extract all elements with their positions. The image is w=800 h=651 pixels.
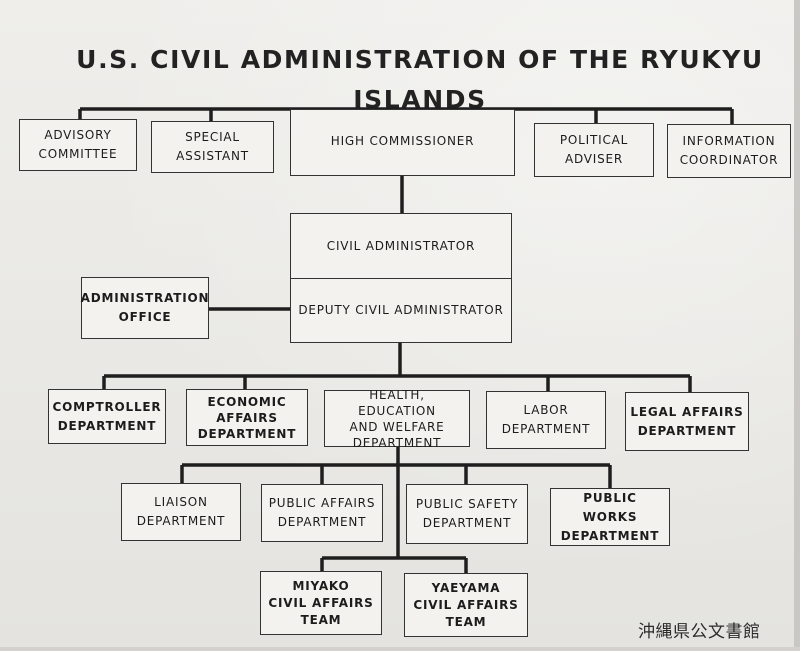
civil-administrator-box: CIVIL ADMINISTRATOR [290,213,512,280]
political-adviser-box: POLITICAL ADVISER [534,123,654,177]
miyako-team-box: MIYAKO CIVIL AFFAIRS TEAM [260,571,382,635]
special-assistant-box: SPECIAL ASSISTANT [151,121,274,173]
health-education-welfare-department-box: HEALTH, EDUCATION AND WELFARE DEPARTMENT [324,388,470,450]
economic-affairs-department-box: ECONOMIC AFFAIRS DEPARTMENT [186,389,308,446]
information-coordinator-box: INFORMATION COORDINATOR [667,124,791,178]
public-works-department-box: PUBLIC WORKS DEPARTMENT [550,488,670,546]
yaeyama-team-box: YAEYAMA CIVIL AFFAIRS TEAM [404,573,528,637]
deputy-civil-administrator-box: DEPUTY CIVIL ADMINISTRATOR [290,278,512,343]
advisory-committee-box: ADVISORY COMMITTEE [19,119,137,171]
archive-stamp: 沖縄県公文書館 [638,622,761,642]
legal-affairs-department-box: LEGAL AFFAIRS DEPARTMENT [625,392,749,451]
labor-department-box: LABOR DEPARTMENT [486,391,606,449]
high-commissioner-box: HIGH COMMISSIONER [290,109,515,176]
comptroller-department-box: COMPTROLLER DEPARTMENT [48,389,166,444]
public-affairs-department-box: PUBLIC AFFAIRS DEPARTMENT [261,484,383,542]
public-safety-department-box: PUBLIC SAFETY DEPARTMENT [406,484,528,544]
sheet-edge-right [794,0,800,651]
liaison-department-box: LIAISON DEPARTMENT [121,483,241,541]
sheet-edge-bottom [0,647,800,651]
administration-office-box: ADMINISTRATION OFFICE [81,277,209,339]
